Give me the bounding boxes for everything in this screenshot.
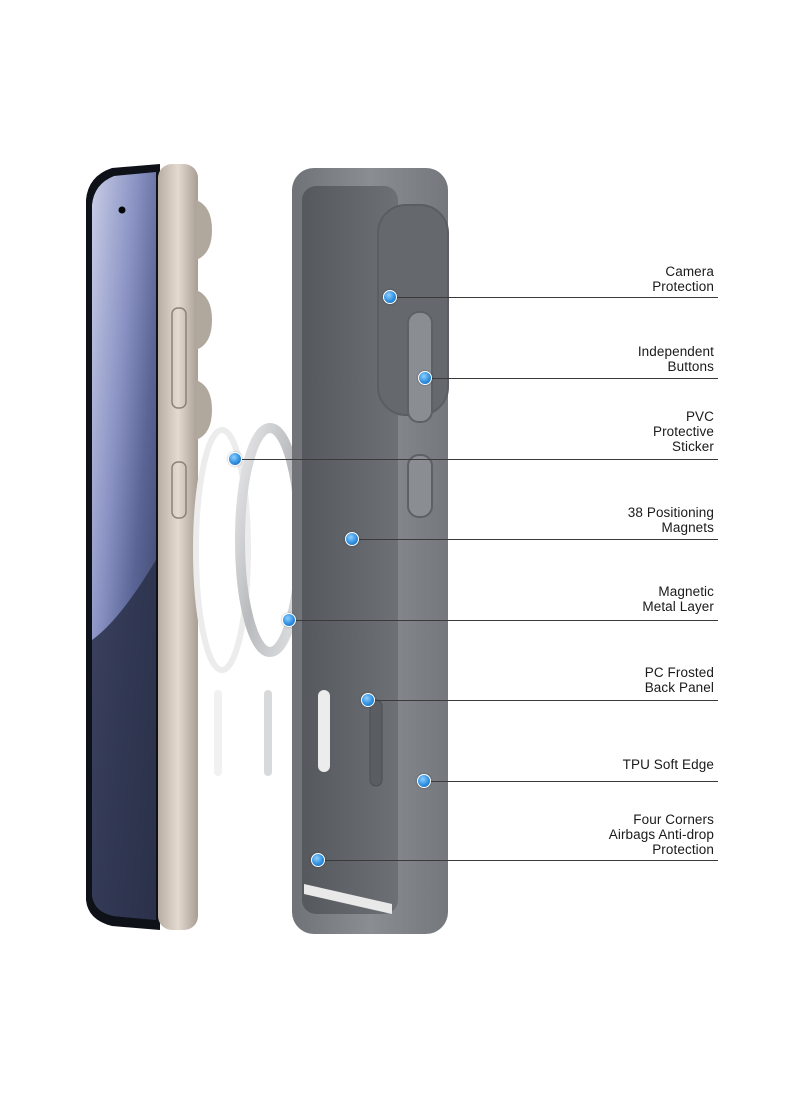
phone-frame	[158, 164, 212, 930]
leader-airbags	[318, 860, 718, 861]
label-airbags: Four Corners Airbags Anti-drop Protectio…	[608, 812, 714, 857]
case-body	[292, 168, 449, 934]
leader-camera	[390, 297, 718, 298]
leader-back-panel	[368, 700, 718, 701]
leader-magnets	[352, 539, 718, 540]
marker-pvc-dot	[228, 452, 242, 466]
marker-magnets-dot	[345, 532, 359, 546]
leader-metal	[289, 620, 718, 621]
label-metal-layer: Magnetic Metal Layer	[642, 584, 714, 614]
leader-soft-edge	[424, 781, 718, 782]
label-positioning-magnets: 38 Positioning Magnets	[627, 505, 714, 535]
leader-pvc	[235, 459, 718, 460]
marker-soft-edge-dot	[417, 774, 431, 788]
label-camera-protection: Camera Protection	[652, 264, 714, 294]
marker-camera-dot	[383, 290, 397, 304]
marker-buttons-dot	[418, 371, 432, 385]
marker-metal-dot	[282, 613, 296, 627]
label-independent-buttons: Independent Buttons	[637, 344, 714, 374]
label-soft-edge: TPU Soft Edge	[622, 757, 714, 772]
phone-front	[86, 164, 160, 930]
label-back-panel: PC Frosted Back Panel	[644, 665, 714, 695]
marker-airbags-dot	[311, 853, 325, 867]
marker-back-panel-dot	[361, 693, 375, 707]
leader-buttons	[425, 378, 718, 379]
label-pvc-sticker: PVC Protective Sticker	[652, 409, 714, 454]
